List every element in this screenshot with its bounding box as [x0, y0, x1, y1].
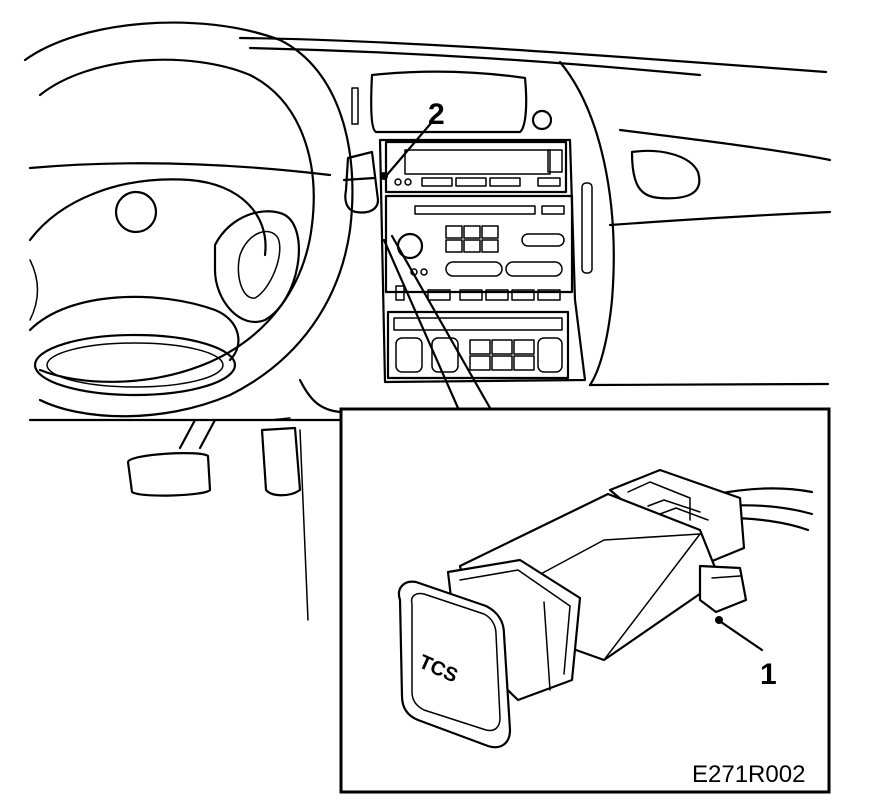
tcs-switch: TCS [397, 468, 814, 749]
zoom-connector [382, 234, 492, 410]
callout-2-label: 2 [428, 98, 445, 131]
pedals [126, 417, 302, 497]
steering-wheel [23, 21, 354, 450]
switch-location-marker [342, 150, 388, 214]
callout-1: 1 [719, 620, 777, 691]
callout-2: 2 [384, 98, 445, 178]
dashboard-outline [28, 36, 832, 621]
callout-1-label: 1 [760, 658, 777, 691]
center-console [351, 70, 701, 384]
figure-code: E271R002 [692, 761, 805, 788]
